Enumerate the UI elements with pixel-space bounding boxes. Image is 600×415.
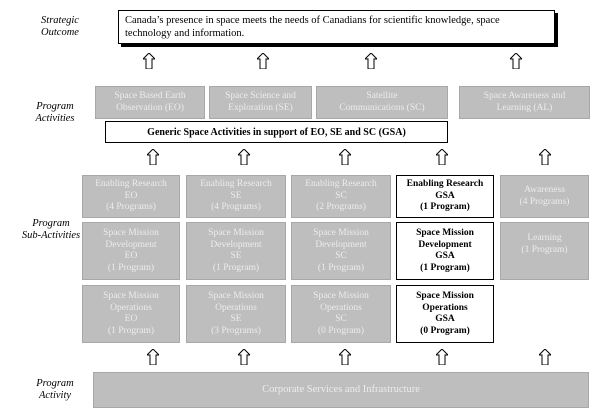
arrow-up-icon bbox=[365, 53, 377, 69]
arrow-up-icon bbox=[147, 149, 159, 165]
arrow-up-icon bbox=[147, 349, 159, 365]
arrow-up-icon bbox=[539, 149, 551, 165]
sub-learning: Learning(1 Program) bbox=[500, 222, 589, 280]
sub-awareness: Awareness(4 Programs) bbox=[500, 175, 589, 218]
strategic-outcome-box: Canada’s presence in space meets the nee… bbox=[118, 10, 555, 44]
arrow-up-icon bbox=[339, 149, 351, 165]
arrow-up-icon bbox=[436, 149, 448, 165]
arrow-up-icon bbox=[539, 349, 551, 365]
gsa-activities-bar: Generic Space Activities in support of E… bbox=[105, 121, 448, 143]
arrow-up-icon bbox=[510, 53, 522, 69]
corporate-services-box: Corporate Services and Infrastructure bbox=[93, 372, 589, 408]
arrow-up-icon bbox=[339, 349, 351, 365]
arrow-up-icon bbox=[436, 349, 448, 365]
label-program-sub-activities: Program Sub-Activities bbox=[21, 218, 81, 241]
arrow-up-icon bbox=[257, 53, 269, 69]
label-program-activities: Program Activities bbox=[35, 101, 75, 124]
arrow-up-icon bbox=[238, 149, 250, 165]
arrow-up-icon bbox=[238, 349, 250, 365]
label-program-activity: Program Activity bbox=[36, 378, 74, 401]
arrow-up-icon bbox=[143, 53, 155, 69]
label-strategic-outcome: Strategic Outcome bbox=[41, 15, 79, 38]
